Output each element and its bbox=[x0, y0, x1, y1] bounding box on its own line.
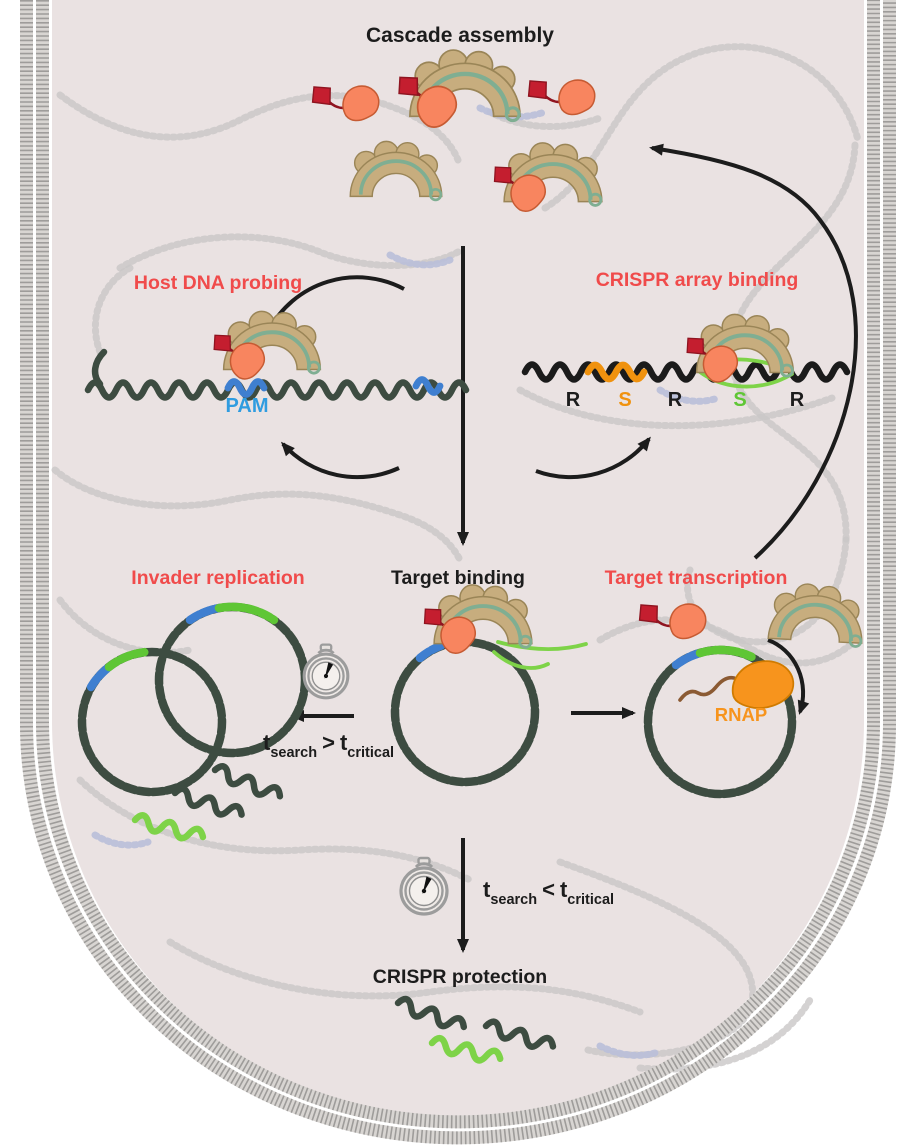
dna-strand-blue bbox=[91, 831, 152, 849]
plasmid1-protospacer bbox=[104, 647, 151, 672]
plasmid-copy-1 bbox=[77, 647, 227, 797]
dna-strand-blue bbox=[596, 1042, 662, 1059]
arrow-recycle-to-assembly bbox=[649, 143, 858, 560]
array-letter-spacer: S bbox=[733, 389, 746, 411]
pam-label: PAM bbox=[226, 395, 269, 417]
probing-loop-bottom-arc bbox=[280, 441, 400, 480]
array-loop-bottom-arc bbox=[535, 436, 651, 480]
transcribed-plasmid-protospacer bbox=[695, 645, 759, 663]
probed-dna-lead bbox=[91, 348, 108, 388]
dna-strand bbox=[516, 386, 836, 430]
outer-membrane bbox=[20, 0, 896, 1145]
dna-fragment bbox=[394, 995, 468, 1031]
probed-dna-helix bbox=[84, 379, 470, 401]
array-letter-repeat: R bbox=[566, 389, 581, 411]
dna-fragment bbox=[211, 763, 284, 800]
probed-dna bbox=[84, 348, 470, 401]
target-rloop-upper bbox=[496, 640, 588, 651]
pam-site bbox=[224, 378, 268, 398]
arrow-transcription-direction bbox=[767, 638, 810, 715]
stage-invader-replication: Invader replication bbox=[131, 567, 304, 589]
dna-fragment-green bbox=[428, 1034, 504, 1064]
dna-fragment bbox=[171, 785, 245, 818]
flow-arrows bbox=[267, 143, 858, 953]
pam-site-2 bbox=[412, 376, 444, 396]
figure-title: Cascade assembly bbox=[366, 24, 554, 47]
stage-crispr-protection: CRISPR protection bbox=[373, 966, 547, 988]
plasmid2-protospacer bbox=[214, 602, 279, 625]
spacer-orange-segment bbox=[584, 361, 648, 383]
stage-target-transcription: Target transcription bbox=[605, 567, 788, 589]
dna-fragment-green bbox=[131, 812, 207, 842]
timing-condition-fast: tsearch<tcritical bbox=[483, 877, 614, 908]
dna-strand bbox=[91, 264, 134, 356]
stage-host-probing: Host DNA probing bbox=[134, 272, 302, 294]
mrna-transcript bbox=[678, 675, 736, 702]
array-letter-repeat: R bbox=[668, 389, 683, 411]
rnap-label: RNAP bbox=[715, 704, 767, 725]
stage-target-binding: Target binding bbox=[391, 567, 525, 589]
target-rloop-lower bbox=[492, 650, 550, 670]
timing-condition-slow: tsearch>tcritical bbox=[263, 730, 394, 761]
array-letter-repeat: R bbox=[790, 389, 805, 411]
degraded-dna-fragments bbox=[394, 995, 557, 1064]
array-letter-spacer: S bbox=[618, 389, 631, 411]
dna-fragment bbox=[482, 1018, 557, 1050]
dna-strand-blue bbox=[386, 251, 454, 269]
inner-membrane-rungs bbox=[36, 0, 880, 1129]
transcribed-plasmid bbox=[643, 645, 799, 799]
stage-array-binding: CRISPR array binding bbox=[596, 269, 799, 291]
dna-strand bbox=[596, 616, 854, 667]
dna-strand bbox=[166, 938, 644, 1016]
dna-strand bbox=[51, 466, 464, 564]
array-letter-labels: R S R S R bbox=[566, 389, 805, 411]
cell-membrane bbox=[20, 0, 896, 1145]
dna-strand-blue bbox=[656, 386, 722, 405]
